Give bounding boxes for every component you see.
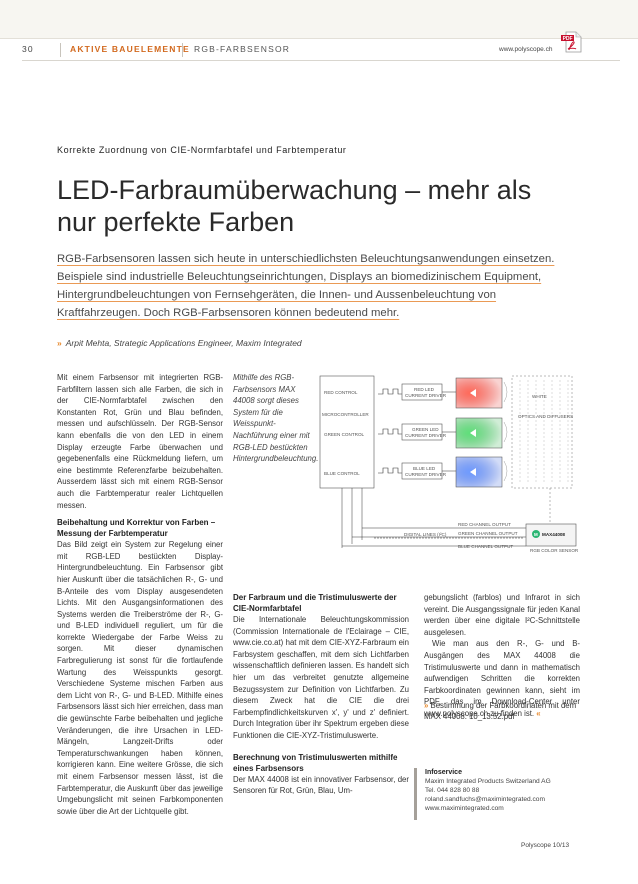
- infobox-web[interactable]: www.maximintegrated.com: [425, 805, 504, 812]
- section-heading: Berechnung von Tristimuluswerten mithilf…: [233, 752, 398, 773]
- site-url[interactable]: www.polyscope.ch: [499, 46, 553, 53]
- white-label: WHITE: [532, 394, 547, 399]
- paragraph: gebungslicht (farblos) und Infrarot in s…: [424, 593, 580, 637]
- green-driver-label: GREEN LED: [412, 427, 439, 432]
- sensor-chip: [525, 523, 577, 547]
- blue-led: [455, 456, 503, 488]
- paragraph-text: Wie man aus den R-, G- und B-Ausgängen d…: [424, 639, 580, 718]
- red-led: [455, 377, 503, 409]
- maxim-logo-icon: [532, 530, 540, 538]
- paragraph: Wie man aus den R-, G- und B-Ausgängen d…: [424, 638, 580, 719]
- green-control-label: GREEN CONTROL: [324, 432, 365, 437]
- infoservice-box: Infoservice Maxim Integrated Products Sw…: [414, 768, 605, 820]
- pdf-link-text[interactable]: Bestimmung der Farbkoordinaten mit dem M…: [424, 701, 577, 722]
- blue-driver-label: BLUE LED: [413, 466, 436, 471]
- kicker: Korrekte Zuordnung von CIE-Normfarbtafel…: [57, 145, 347, 155]
- infobox-company: Maxim Integrated Products Switzerland AG: [425, 778, 551, 785]
- red-output-label: RED CHANNEL OUTPUT: [458, 522, 511, 527]
- sensor-label: RGB COLOR SENSOR: [530, 548, 579, 553]
- article-title: LED-Farbraumüberwachung – mehr als nur p…: [57, 175, 532, 237]
- blue-control-label: BLUE CONTROL: [324, 471, 360, 476]
- author-line: »Arpit Mehta, Strategic Applications Eng…: [57, 338, 302, 348]
- subsection-title: RGB-FARBSENSOR: [194, 44, 291, 54]
- pwm-signal: [378, 388, 402, 395]
- microcontroller-label: MICROCONTROLLER: [322, 412, 369, 417]
- pdf-link-mark: »: [424, 701, 429, 710]
- end-mark: «: [536, 708, 541, 718]
- digital-lines-label: DIGITAL LINES (I²C): [404, 532, 447, 537]
- header-rule: [22, 60, 620, 61]
- paragraph: Das Bild zeigt ein System zur Regelung e…: [57, 540, 223, 816]
- chip-logo-letter: M: [534, 532, 538, 537]
- column-3: gebungslicht (farblos) und Infrarot in s…: [424, 592, 580, 720]
- infobox-heading: Infoservice: [425, 769, 462, 776]
- infobox-phone: Tel. 044 828 80 88: [425, 787, 480, 794]
- pdf-icon-label: PDF: [563, 36, 573, 42]
- paragraph: Der MAX 44008 ist ein innovativer Farbse…: [233, 774, 409, 796]
- pdf-link[interactable]: » Bestimmung der Farbkoordinaten mit dem…: [424, 700, 594, 723]
- header-band: [0, 0, 638, 39]
- paragraph: Die Internationale Beleuchtungskommissio…: [233, 615, 409, 740]
- page-footer: Polyscope 10/13: [521, 842, 570, 849]
- infobox-email[interactable]: roland.sandfuchs@maximintegrated.com: [425, 796, 545, 803]
- section-heading: Beibehaltung und Korrektur von Farben – …: [57, 518, 216, 539]
- optics-label: OPTICS AND DIFFUSERS: [518, 414, 573, 419]
- red-driver-label: RED LED: [414, 387, 435, 392]
- green-led: [455, 417, 503, 449]
- section-title: AKTIVE BAUELEMENTE: [70, 44, 190, 54]
- lead-paragraph: RGB-Farbsensoren lassen sich heute in un…: [57, 250, 577, 322]
- lead-text: RGB-Farbsensoren lassen sich heute in un…: [57, 253, 555, 319]
- pdf-icon[interactable]: PDF: [560, 30, 584, 54]
- pwm-signal: [378, 467, 402, 474]
- optics-area: [511, 375, 573, 489]
- red-driver-sub: CURRENT DRIVER: [405, 393, 447, 398]
- column-1: Mit einem Farbsensor mit integrierten RG…: [57, 372, 223, 817]
- green-output-label: GREEN CHANNEL OUTPUT: [458, 531, 518, 536]
- column-2: Der Farbraum und die Tristimuluswerte de…: [233, 592, 409, 797]
- author-name: Arpit Mehta, Strategic Applications Engi…: [65, 338, 302, 348]
- blue-driver-sub: CURRENT DRIVER: [405, 472, 447, 477]
- pwm-signal: [378, 428, 402, 435]
- microcontroller-box: [319, 375, 375, 489]
- page-number: 30: [22, 44, 34, 54]
- blue-output-label: BLUE CHANNEL OUTPUT: [458, 544, 513, 549]
- author-mark: »: [57, 338, 62, 348]
- figure-caption: Mithilfe des RGB-Farbsensors MAX 44008 s…: [233, 373, 319, 464]
- section-heading: Der Farbraum und die Tristimuluswerte de…: [233, 593, 397, 613]
- divider: [182, 43, 183, 57]
- green-driver-sub: CURRENT DRIVER: [405, 433, 447, 438]
- red-control-label: RED CONTROL: [324, 390, 358, 395]
- chip-label: MAX44008: [542, 532, 565, 537]
- system-diagram: RED CONTROL MICROCONTROLLER GREEN CONTRO…: [319, 375, 579, 553]
- paragraph: Mit einem Farbsensor mit integrierten RG…: [57, 373, 223, 510]
- divider: [60, 43, 61, 57]
